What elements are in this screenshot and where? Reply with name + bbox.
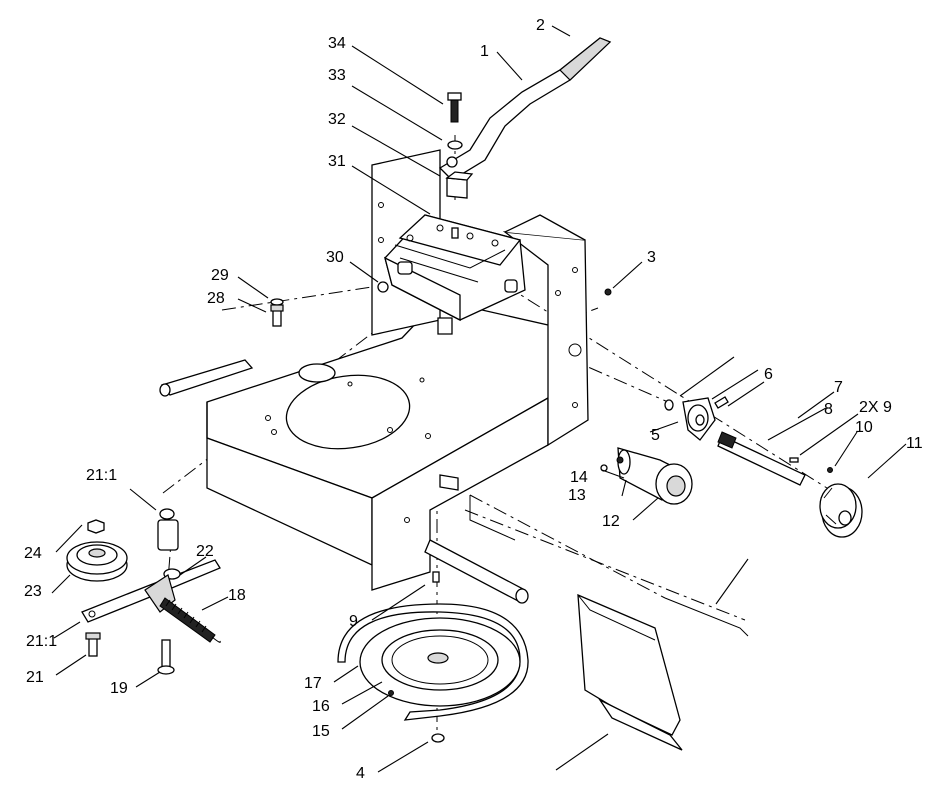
callout-8: 8 (824, 401, 833, 418)
callout-21-1-bottom: 22 (196, 543, 214, 560)
callout-11: 11 (906, 435, 923, 452)
drive-shaft-assembly (604, 288, 863, 538)
callout-5: 5 (651, 427, 660, 444)
callout-26: 30 (326, 249, 344, 266)
callout-2x9: 2X 9 (859, 399, 892, 416)
callout-23: 24 (24, 545, 42, 562)
callout-10: 10 (855, 419, 873, 436)
main-frame (159, 149, 589, 604)
coupler-assembly (600, 447, 693, 505)
idler-arm-assembly (66, 508, 221, 675)
belt-and-pulley (337, 571, 529, 743)
spring (159, 597, 221, 643)
callout-7: 7 (834, 379, 843, 396)
callout-22: 23 (24, 583, 42, 600)
callout-21: 21:1 (26, 633, 57, 650)
callout-20: 21 (26, 669, 44, 686)
callout-16: 16 (312, 698, 330, 715)
callout-28: 32 (328, 111, 346, 128)
callout-6-visible: 6 (764, 366, 773, 383)
callout-30: 34 (328, 35, 346, 52)
callout-24: 28 (207, 290, 225, 307)
callout-15: 15 (312, 723, 330, 740)
callout-21-1-top: 21:1 (86, 467, 117, 484)
callout-19: 19 (110, 680, 128, 697)
callout-12: 12 (602, 513, 620, 530)
callout-1: 1 (480, 43, 489, 60)
gearbox-housing (384, 214, 526, 335)
callout-29: 33 (328, 67, 346, 84)
bolt-24-25 (270, 281, 389, 327)
leader-lines (51, 25, 907, 773)
callout-14: 14 (570, 469, 588, 486)
shield-31 (577, 593, 683, 751)
pivot-bolt-stack (445, 92, 474, 239)
callout-3: 3 (647, 249, 656, 266)
callout-25: 29 (211, 267, 229, 284)
callout-13: 13 (568, 487, 586, 504)
callout-labels: 34 33 32 31 2 1 3 30 29 28 6 6 7 8 2X 9 … (24, 17, 923, 782)
frame-holes (265, 202, 582, 523)
callout-27: 31 (328, 153, 346, 170)
callout-18: 18 (228, 587, 246, 604)
callout-9: 9 (349, 613, 358, 630)
callout-17: 17 (304, 675, 322, 692)
callout-2: 2 (536, 17, 545, 34)
shield-32 (469, 494, 749, 637)
shift-lever (438, 37, 612, 181)
callout-4: 4 (356, 765, 365, 782)
